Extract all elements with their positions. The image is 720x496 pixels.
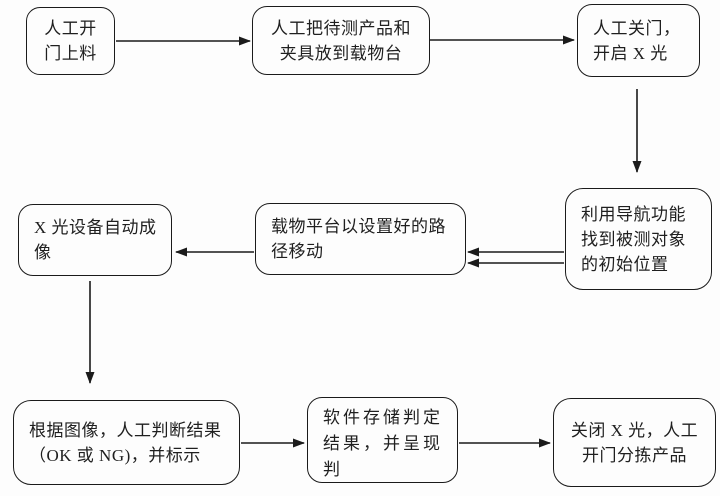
node-label-software-store-result: 软件存储判定 结果，并呈现判 定结果图 [323, 408, 443, 479]
node-label-xray-auto-imaging: X 光设备自动成 像 [34, 218, 157, 262]
node-label-navigate-initial-position: 利用导航功能 找到被测对象 的初始位置 [581, 204, 686, 274]
node-manual-judge-result: 根据图像，人工判断结果 （OK 或 NG)，并标示 [13, 400, 240, 485]
node-label-close-door-turn-on-xray: 人工关门， 开启 X 光 [593, 18, 681, 63]
node-navigate-initial-position: 利用导航功能 找到被测对象 的初始位置 [565, 188, 712, 290]
node-manual-open-door-load: 人工开 门上料 [26, 7, 115, 75]
node-software-store-result: 软件存储判定 结果，并呈现判 定结果图 [307, 397, 458, 483]
node-label-manual-open-door-load: 人工开 门上料 [44, 19, 97, 63]
node-place-product-and-fixture: 人工把待测产品和 夹具放到载物台 [252, 6, 430, 75]
node-close-xray-open-door-sort: 关闭 X 光，人工 开门分拣产品 [553, 398, 716, 487]
node-label-place-product-and-fixture: 人工把待测产品和 夹具放到载物台 [271, 18, 411, 63]
node-close-door-turn-on-xray: 人工关门， 开启 X 光 [577, 4, 700, 77]
node-stage-moves-on-set-path: 载物平台以设置好的路 径移动 [255, 203, 466, 275]
node-label-stage-moves-on-set-path: 载物平台以设置好的路 径移动 [271, 217, 446, 261]
node-label-manual-judge-result: 根据图像，人工判断结果 （OK 或 NG)，并标示 [29, 420, 222, 465]
node-label-close-xray-open-door-sort: 关闭 X 光，人工 开门分拣产品 [570, 420, 699, 465]
node-xray-auto-imaging: X 光设备自动成 像 [18, 204, 172, 276]
